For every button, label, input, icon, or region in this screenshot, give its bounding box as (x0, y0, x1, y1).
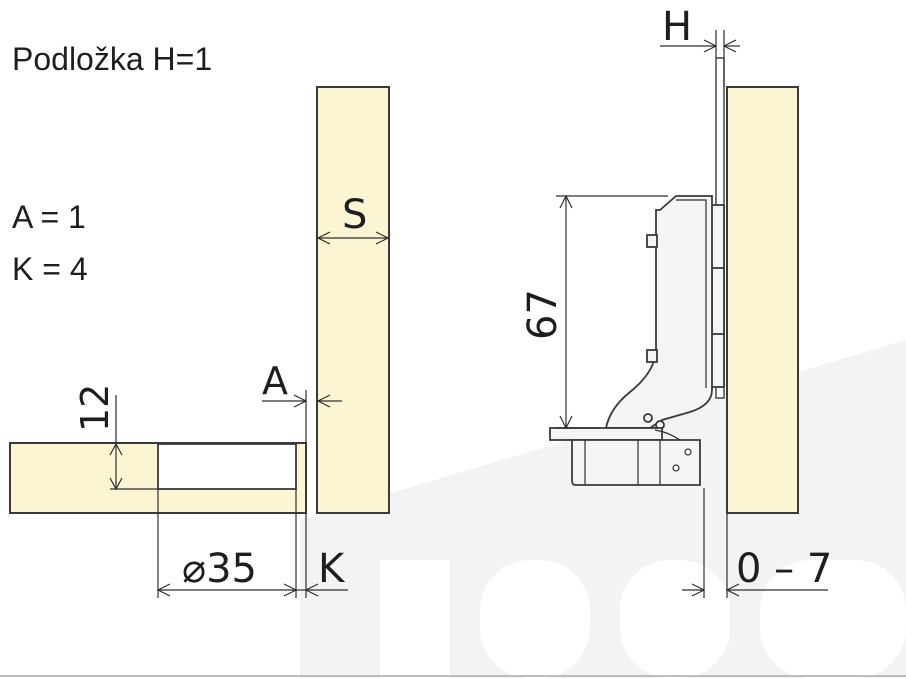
dim-diameter-label: ⌀35 (182, 546, 257, 592)
dimension-s: S (316, 192, 390, 245)
side-panel-left (316, 86, 390, 514)
dimension-a: A (262, 359, 342, 443)
dimension-h: H (660, 4, 740, 87)
cup-bore (157, 443, 297, 490)
dimension-height: 67 (520, 194, 668, 430)
dimension-overlay: 0 – 7 (682, 488, 832, 598)
hinge-base (549, 427, 663, 441)
param-k: K = 4 (12, 251, 88, 287)
param-a: A = 1 (12, 199, 86, 235)
dim-k-label: K (318, 546, 346, 592)
dim-s-label: S (342, 192, 367, 238)
hinge-arm (604, 195, 713, 429)
dim-h-label: H (662, 4, 692, 50)
dim-depth-label: 12 (73, 384, 117, 432)
dim-a-label: A (262, 359, 288, 403)
hinge (549, 195, 725, 486)
title: Podložka H=1 (12, 41, 212, 77)
dim-height-label: 67 (520, 289, 566, 340)
door-panel (9, 442, 307, 514)
dim-overlay-label: 0 – 7 (736, 546, 832, 592)
watermark (300, 340, 906, 678)
dimension-diameter: ⌀35 (156, 489, 298, 598)
dimension-k: K (296, 513, 348, 598)
dimension-depth: 12 (73, 384, 158, 491)
side-panel-right (726, 86, 799, 514)
hinge-cup (571, 439, 701, 486)
